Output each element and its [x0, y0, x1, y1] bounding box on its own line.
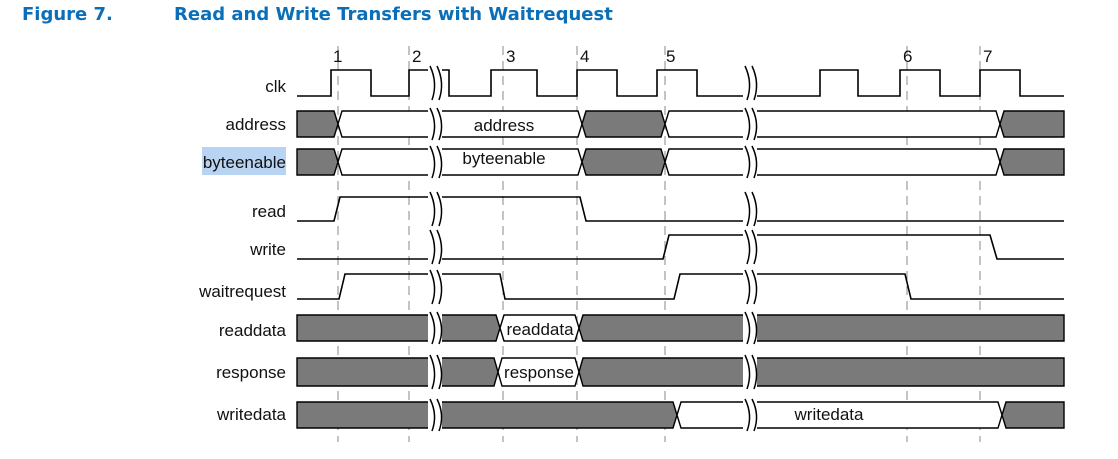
readdata-segment-3 [578, 314, 1065, 342]
response-value-label: response [504, 363, 574, 382]
byteenable-segment-4 [664, 148, 1001, 176]
break-line-2-5-2 [751, 229, 758, 265]
break-line-1-6-1 [429, 269, 436, 305]
signal-label-readdata: readdata [219, 321, 287, 340]
signal-label-writedata: writedata [216, 405, 287, 424]
break-line-2-4-1 [744, 191, 751, 227]
break-line-2-7-1 [744, 311, 751, 345]
break-line-2-3-1 [744, 145, 751, 179]
break-line-2-8-2 [751, 354, 758, 390]
break-line-1-6-2 [436, 269, 443, 305]
break-line-2-2-1 [744, 107, 751, 141]
byteenable-segment-5 [999, 148, 1065, 176]
waitrequest-waveform [297, 273, 1064, 300]
byteenable-label-highlight [202, 147, 286, 175]
write-waveform [297, 234, 1064, 260]
break-line-1-5-2 [436, 229, 443, 265]
break-line-2-2-2 [751, 107, 758, 141]
address-segment-2 [337, 110, 583, 138]
cycle-marker-3: 3 [506, 47, 515, 66]
figure-number: Figure 7. [22, 4, 113, 25]
response-segment-1 [296, 357, 499, 387]
response-segment-3 [578, 357, 1065, 387]
cycle-marker-2: 2 [412, 47, 421, 66]
waveforms [296, 69, 1065, 429]
break-line-2-9-1 [744, 398, 751, 432]
cycle-marker-7: 7 [983, 47, 992, 66]
signal-label-waitrequest: waitrequest [198, 282, 286, 301]
break-line-1-3-1 [429, 145, 436, 179]
cycle-markers: 1 2 3 4 5 6 7 [333, 47, 992, 66]
break-line-1-7-2 [436, 311, 443, 345]
break-line-1-1-1 [429, 65, 436, 101]
break-line-2-4-2 [751, 191, 758, 227]
break-line-2-1-1 [744, 65, 751, 101]
break-line-2-6-2 [751, 269, 758, 305]
break-line-1-2-1 [429, 107, 436, 141]
time-break-marks [428, 65, 758, 432]
address-segment-5 [999, 110, 1065, 138]
break-line-1-8-2 [436, 354, 443, 390]
cycle-marker-1: 1 [333, 47, 342, 66]
writedata-value-label: writedata [794, 405, 865, 424]
signal-label-read: read [252, 202, 286, 221]
break-line-2-8-1 [744, 354, 751, 390]
writedata-segment-3 [1001, 401, 1065, 429]
signal-label-address: address [226, 115, 286, 134]
break-line-2-7-2 [751, 311, 758, 345]
cycle-marker-6: 6 [903, 47, 912, 66]
break-line-1-9-1 [429, 398, 436, 432]
break-line-2-5-1 [744, 229, 751, 265]
readdata-segment-1 [296, 314, 501, 342]
break-line-2-6-1 [744, 269, 751, 305]
bus-value-labels: address byteenable readdata response wri… [462, 116, 864, 424]
break-line-1-8-1 [429, 354, 436, 390]
byteenable-segment-1 [296, 148, 339, 176]
byteenable-value-label: byteenable [462, 149, 545, 168]
signal-labels: clk address byteenable read write waitre… [198, 77, 286, 424]
address-segment-4 [664, 110, 1001, 138]
break-line-2-3-2 [751, 145, 758, 179]
address-segment-3 [581, 110, 666, 138]
cycle-marker-4: 4 [580, 47, 589, 66]
break-line-1-4-1 [429, 191, 436, 227]
signal-label-byteenable: byteenable [203, 153, 286, 172]
break-line-2-1-2 [751, 65, 758, 101]
read-waveform [297, 196, 1064, 222]
break-line-1-9-2 [436, 398, 443, 432]
cycle-marker-5: 5 [666, 47, 675, 66]
break-line-1-3-2 [436, 145, 443, 179]
signal-label-clk: clk [265, 77, 286, 96]
signal-label-write: write [249, 240, 286, 259]
break-line-1-7-1 [429, 311, 436, 345]
signal-label-response: response [216, 363, 286, 382]
figure-title: Read and Write Transfers with Waitreques… [174, 4, 613, 25]
break-line-1-1-2 [436, 65, 443, 101]
address-segment-1 [296, 110, 339, 138]
readdata-value-label: readdata [506, 320, 574, 339]
writedata-segment-1 [296, 401, 678, 429]
address-value-label: address [474, 116, 534, 135]
byteenable-segment-3 [581, 148, 666, 176]
break-line-2-9-2 [751, 398, 758, 432]
clk-waveform [297, 69, 1064, 97]
break-line-1-2-2 [436, 107, 443, 141]
break-line-1-4-2 [436, 191, 443, 227]
break-line-1-5-1 [429, 229, 436, 265]
